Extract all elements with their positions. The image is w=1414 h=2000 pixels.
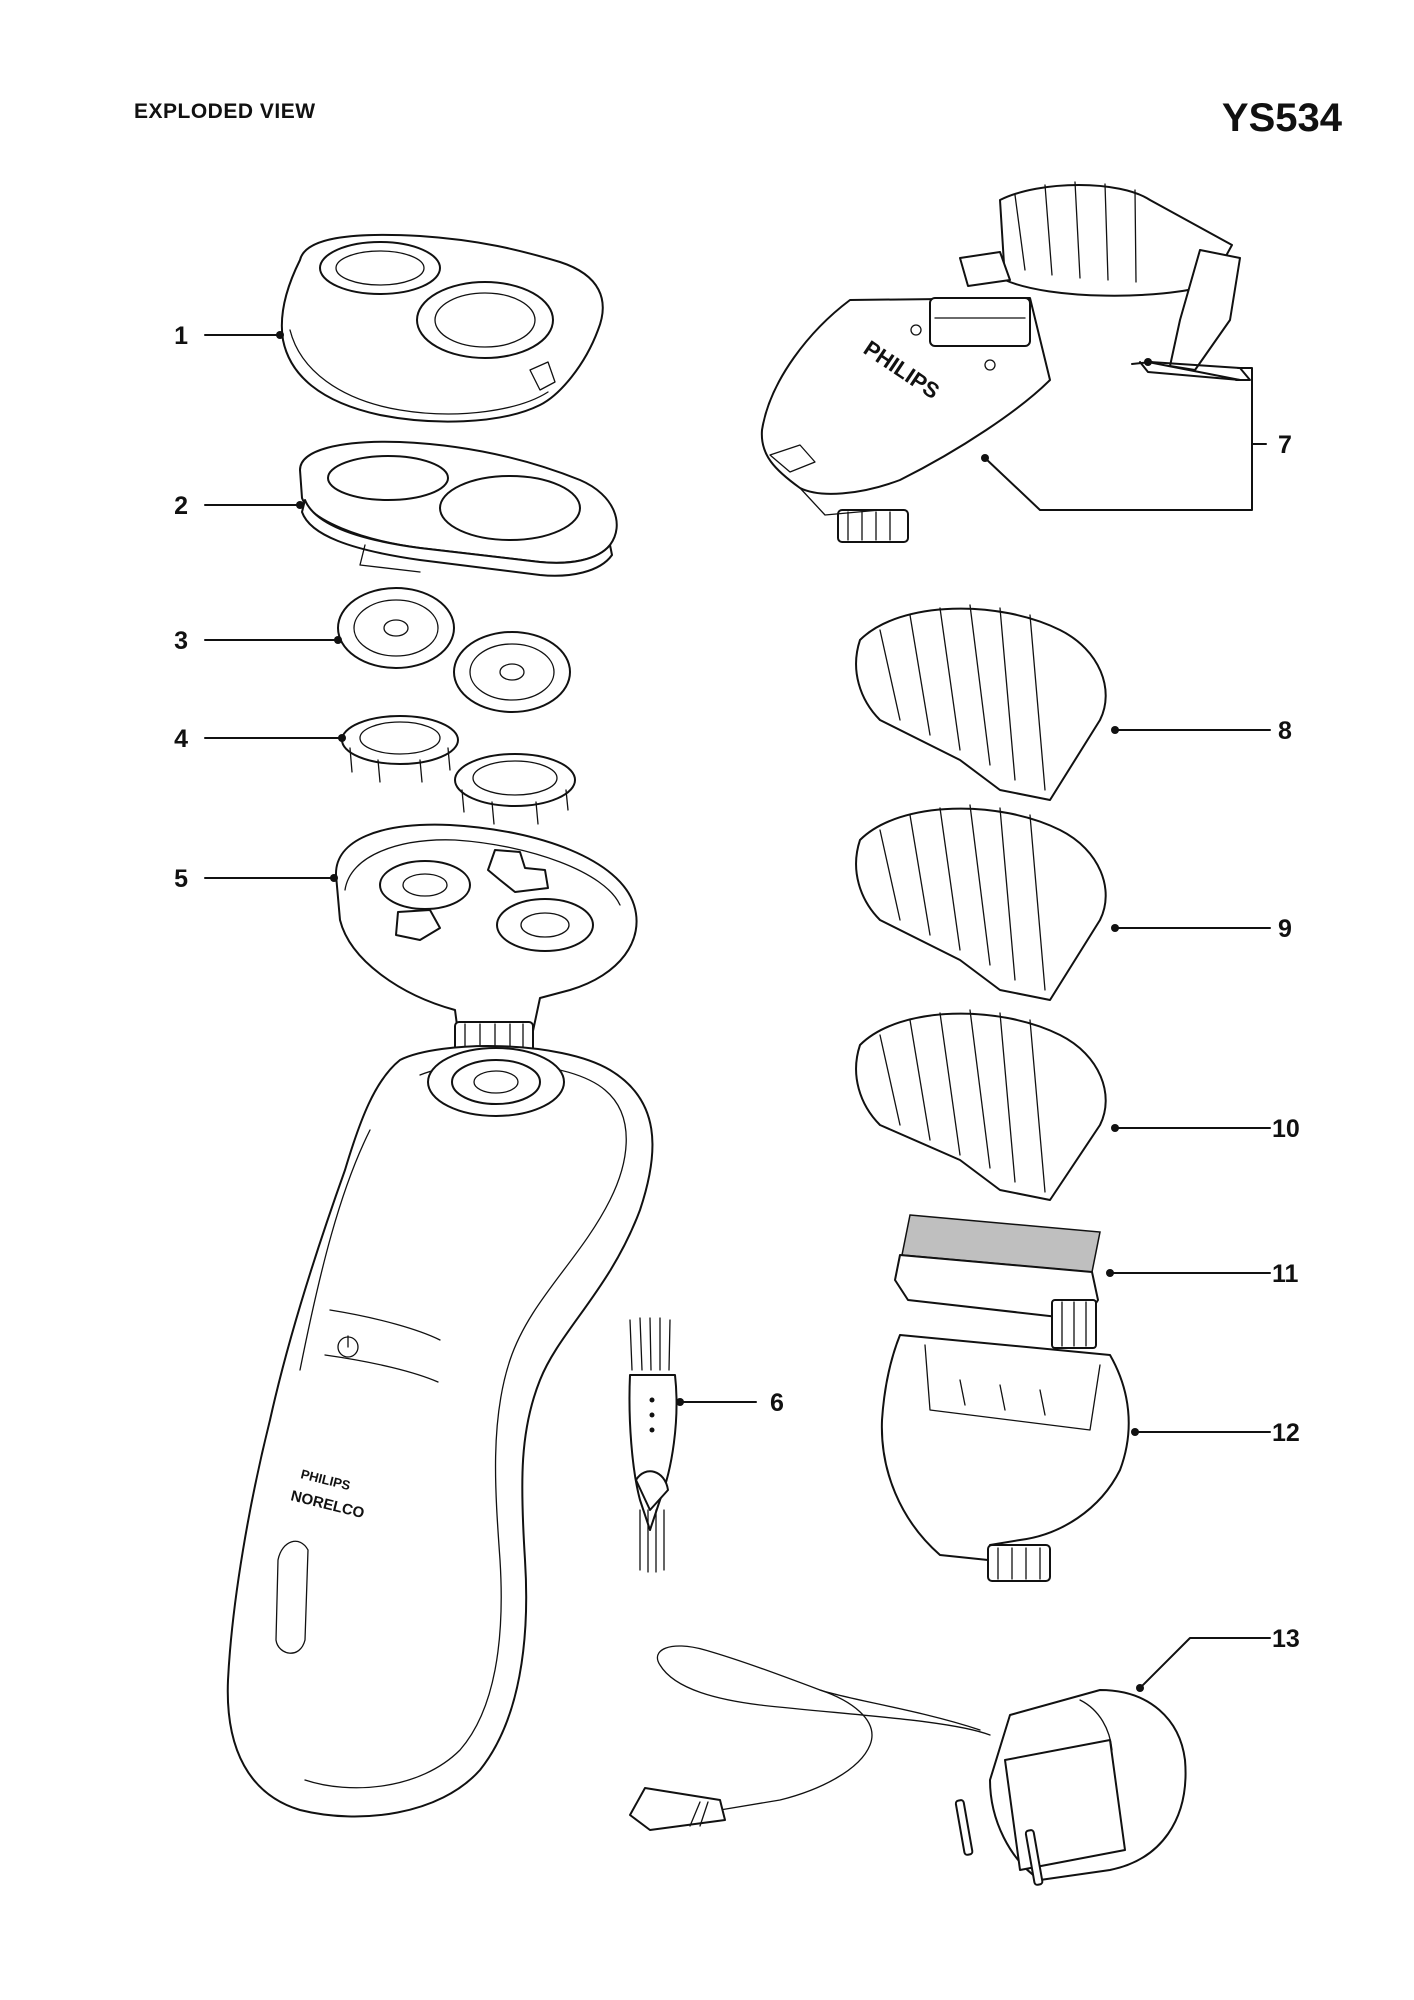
part-9-comb	[855, 804, 1107, 1001]
part-number-2: 2	[174, 492, 188, 520]
part-11-foil	[894, 1214, 1101, 1349]
leader-lines	[204, 331, 1271, 1692]
part-3-cutters	[337, 587, 571, 713]
model-number: YS534	[1221, 96, 1342, 140]
part-10-comb	[855, 1009, 1107, 1201]
part-12-foil-head	[880, 1334, 1130, 1582]
part-number-8: 8	[1278, 717, 1292, 745]
part-number-3: 3	[174, 627, 188, 655]
part-4-cutter-holders	[341, 715, 576, 825]
part-8-comb	[855, 604, 1107, 801]
part-number-11: 11	[1272, 1260, 1299, 1288]
part-7-precision-trimmer: PHILIPS	[760, 181, 1241, 543]
part-5-shaving-unit	[334, 823, 638, 1055]
part-13-charger	[629, 1645, 1187, 1886]
part-number-6: 6	[770, 1389, 784, 1417]
part-2-shaving-head-frame	[299, 440, 618, 577]
shaver-handle: PHILIPS NORELCO	[226, 1045, 654, 1818]
part-number-13: 13	[1272, 1625, 1300, 1653]
part-numbers: 1 2 3 4 5 6 7 8 9 10 11 12 13	[174, 322, 1300, 1653]
part-number-10: 10	[1272, 1115, 1300, 1143]
part-6-cleaning-brush	[628, 1317, 678, 1573]
part-number-7: 7	[1278, 431, 1292, 459]
part-number-1: 1	[174, 322, 188, 350]
part-number-5: 5	[174, 865, 188, 893]
part-number-9: 9	[1278, 915, 1292, 943]
part-number-12: 12	[1272, 1419, 1300, 1447]
part-number-4: 4	[174, 725, 188, 753]
page-title: EXPLODED VIEW	[134, 100, 316, 123]
part-1-protection-cap	[280, 233, 604, 423]
